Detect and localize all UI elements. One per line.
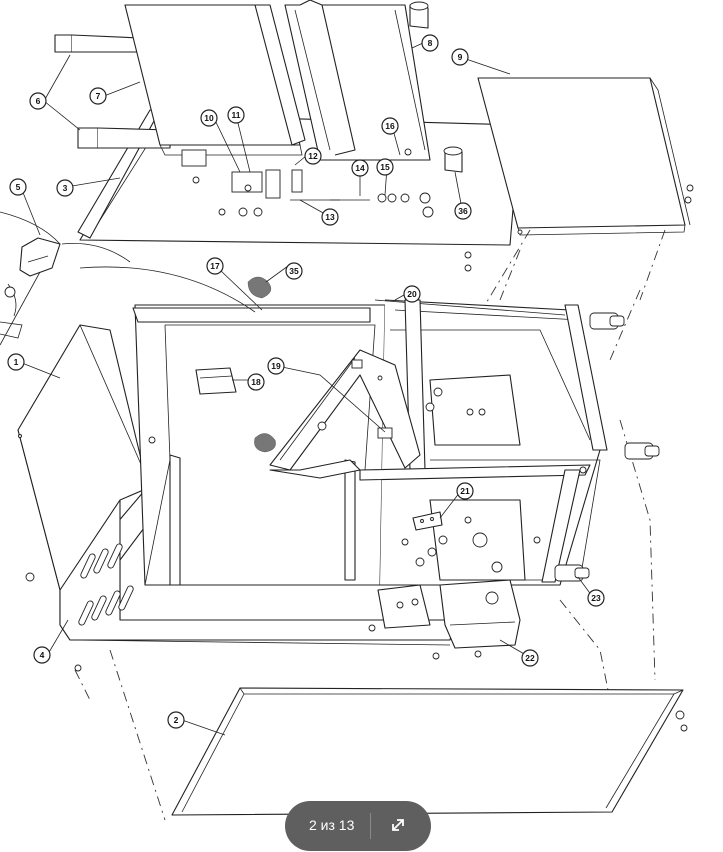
switch-part-5 <box>0 211 131 346</box>
callout-22: 22 <box>521 649 539 667</box>
page-counter: 2 из 13 <box>309 817 355 833</box>
bracket-part-19 <box>269 349 421 479</box>
callout-label: 20 <box>407 289 417 299</box>
feet-part-23 <box>554 312 660 582</box>
panel-part-9 <box>477 77 691 236</box>
callout-label: 36 <box>458 206 468 216</box>
viewer-toolbar: 2 из 13 <box>285 801 431 851</box>
callout-label: 17 <box>210 261 220 271</box>
callout-label: 21 <box>460 486 470 496</box>
bracket <box>368 584 431 632</box>
expand-button[interactable] <box>385 814 411 838</box>
callout-label: 11 <box>232 110 241 120</box>
callout-3: 3 <box>56 179 74 197</box>
callout-label: 6 <box>36 96 41 106</box>
callout-label: 7 <box>96 91 101 101</box>
callout-label: 16 <box>385 121 395 131</box>
callout-label: 8 <box>428 38 433 48</box>
callout-8: 8 <box>421 34 439 52</box>
callout-1: 1 <box>7 353 25 371</box>
callout-16: 16 <box>381 117 399 135</box>
callout-36: 36 <box>454 202 472 220</box>
leader-lines <box>21 42 593 736</box>
shelf-part-7 <box>124 4 306 156</box>
callout-12: 12 <box>304 147 322 165</box>
callout-label: 1 <box>14 357 19 367</box>
callout-21: 21 <box>456 482 474 500</box>
grommet-part-35 <box>247 276 276 453</box>
callout-label: 15 <box>380 162 390 172</box>
callout-label: 5 <box>16 182 21 192</box>
callout-label: 10 <box>204 113 214 123</box>
callout-17: 17 <box>206 257 224 275</box>
callout-label: 4 <box>40 650 45 660</box>
callout-13: 13 <box>321 208 339 226</box>
callout-label: 19 <box>271 361 281 371</box>
callout-label: 2 <box>174 715 179 725</box>
insert-part-36 <box>443 146 463 173</box>
mount-part-18 <box>195 367 237 395</box>
callout-label: 35 <box>289 266 299 276</box>
fasteners <box>25 148 694 732</box>
callout-7: 7 <box>89 87 107 105</box>
callout-19: 19 <box>267 357 285 375</box>
callout-6: 6 <box>29 92 47 110</box>
callout-11: 11 <box>227 106 245 124</box>
callout-label: 23 <box>591 593 601 603</box>
cable-part-17 <box>79 266 256 313</box>
callout-4: 4 <box>33 646 51 664</box>
callout-15: 15 <box>376 158 394 176</box>
top-cover-part-1 <box>17 324 151 591</box>
callout-label: 14 <box>355 163 365 173</box>
callout-label: 13 <box>325 212 335 222</box>
callout-18: 18 <box>247 373 265 391</box>
callout-9: 9 <box>451 48 469 66</box>
toolbar-divider <box>370 813 371 839</box>
callout-20: 20 <box>403 285 421 303</box>
callout-label: 18 <box>251 377 261 387</box>
louvers <box>78 543 134 626</box>
callout-label: 3 <box>63 183 68 193</box>
side-panel-part-2 <box>171 687 684 816</box>
callout-23: 23 <box>587 589 605 607</box>
callout-2: 2 <box>167 711 185 729</box>
callout-5: 5 <box>9 178 27 196</box>
expand-arrows-icon <box>392 819 404 831</box>
callout-label: 9 <box>458 52 463 62</box>
callout-14: 14 <box>351 159 369 177</box>
callout-10: 10 <box>200 109 218 127</box>
callouts: 1 2 3 4 5 6 7 8 9 10 11 12 13 14 15 16 1… <box>7 34 605 729</box>
cylinder <box>409 1 429 29</box>
callout-35: 35 <box>285 262 303 280</box>
control-box-part-22 <box>439 579 521 649</box>
callout-label: 22 <box>525 653 535 663</box>
callout-label: 12 <box>308 151 318 161</box>
plate-part-21 <box>412 511 443 531</box>
